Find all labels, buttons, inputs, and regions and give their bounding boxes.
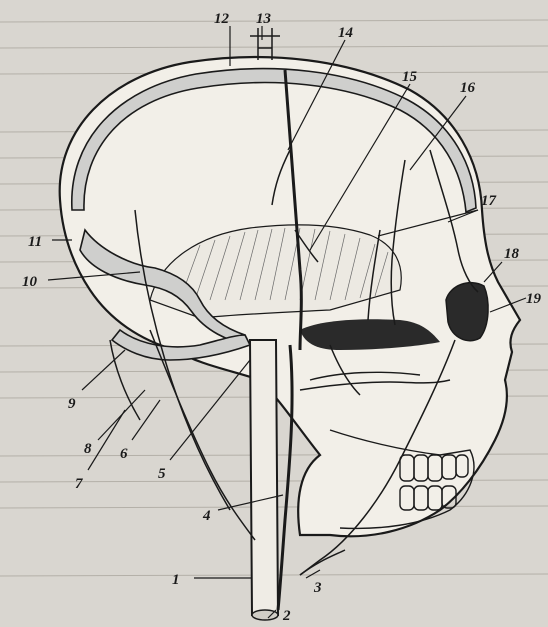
orbit <box>446 283 488 341</box>
internal-jugular-vein <box>250 340 278 615</box>
label-2: 2 <box>282 608 291 624</box>
label-3: 3 <box>313 580 322 596</box>
label-7: 7 <box>75 476 83 492</box>
label-11: 11 <box>28 234 42 250</box>
label-14: 14 <box>338 25 354 41</box>
label-8: 8 <box>84 441 92 457</box>
label-19: 19 <box>526 291 542 307</box>
label-15: 15 <box>402 69 418 85</box>
label-1: 1 <box>172 572 180 588</box>
label-6: 6 <box>120 446 128 462</box>
label-16: 16 <box>460 80 476 96</box>
label-17: 17 <box>481 193 497 209</box>
common-facial-vein <box>300 550 345 575</box>
label-18: 18 <box>504 246 520 262</box>
label-4: 4 <box>202 508 211 524</box>
emissary-vein <box>250 28 280 60</box>
label-5: 5 <box>158 466 166 482</box>
label-10: 10 <box>22 274 38 290</box>
label-12: 12 <box>214 11 230 27</box>
label-9: 9 <box>68 396 76 412</box>
label-13: 13 <box>256 11 272 27</box>
